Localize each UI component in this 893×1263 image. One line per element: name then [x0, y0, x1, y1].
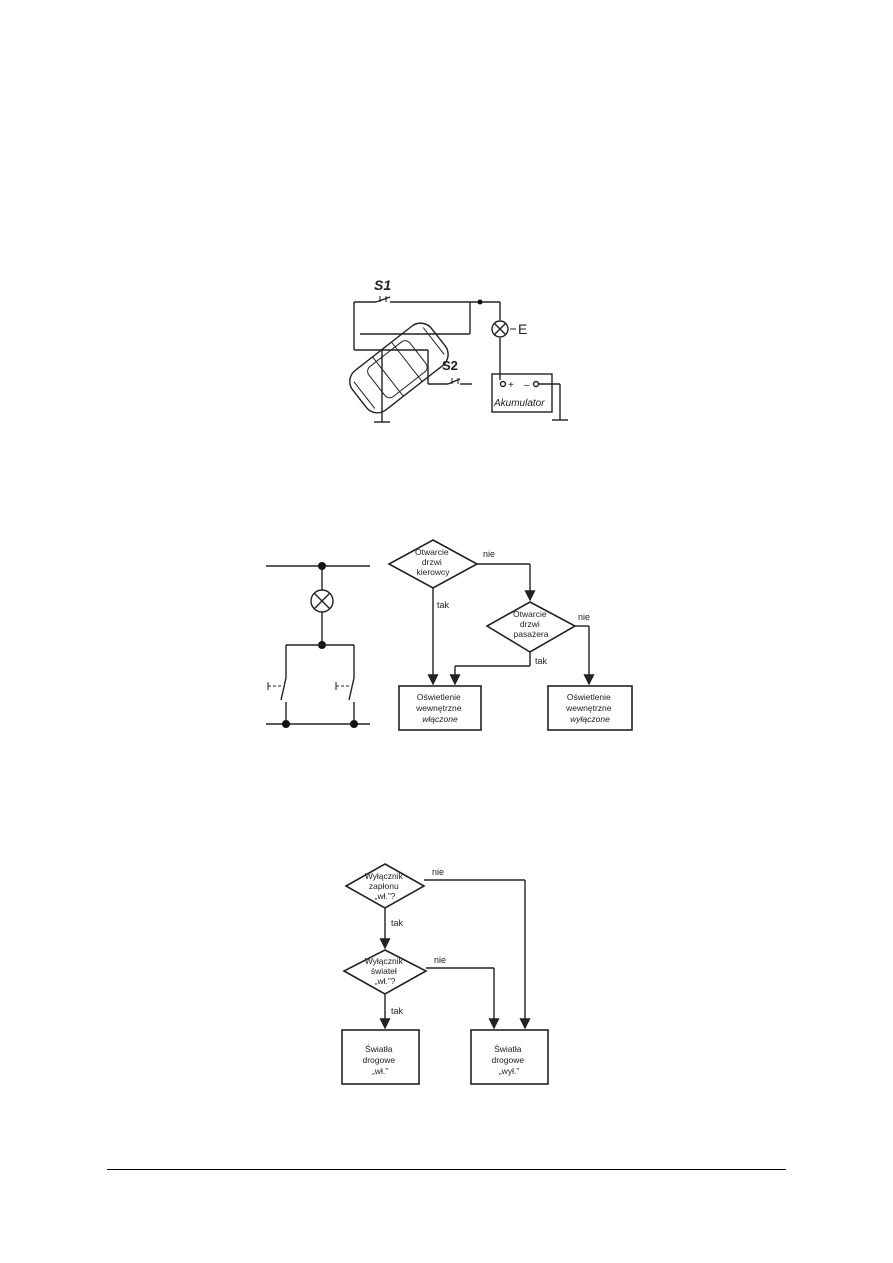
box-headlights-off-text: Światła drogowe „wył.” [492, 1043, 527, 1076]
footer-rule [107, 1169, 786, 1170]
lamp-e-symbol [491, 320, 509, 338]
figure-car-wiring: S1 E S2 + – Akumulato [349, 277, 568, 423]
battery-label: Akumulator [493, 398, 545, 409]
decision-light-switch-text: Wyłącznik świateł „wł.”? [365, 956, 406, 986]
label-yes-1: tak [437, 600, 450, 610]
figure-parallel-schematic [266, 562, 370, 728]
box-headlights-on [341, 1029, 420, 1085]
door-switch-left [267, 677, 287, 701]
box-lighting-on [398, 685, 482, 731]
decision-ignition-text: Wyłącznik zapłonu „wł.”? [365, 871, 406, 901]
switch-s1-symbol [375, 296, 391, 303]
battery-minus: – [524, 380, 530, 391]
car-outline [349, 322, 449, 414]
label-yes-2: tak [535, 656, 548, 666]
label-yes-light-switch: tak [391, 1006, 404, 1016]
label-yes-ignition: tak [391, 918, 404, 928]
label-no-1: nie [483, 549, 495, 559]
label-no-light-switch: nie [434, 955, 446, 965]
door-switch-right [335, 677, 355, 701]
flowchart-doors: Otwarcie drzwi kierowcy nie Otwarcie drz… [387, 539, 633, 731]
box-lighting-off [547, 685, 633, 731]
lamp-e-label: E [518, 321, 527, 337]
switch-s1-label: S1 [374, 277, 391, 293]
battery-ground-symbol [539, 383, 568, 421]
flowchart-headlights: Wyłącznik zapłonu „wł.”? nie tak Wyłączn… [341, 863, 549, 1085]
label-no-ignition: nie [432, 867, 444, 877]
lamp-symbol [310, 589, 334, 613]
switch-s2-label: S2 [442, 358, 458, 373]
car-ground-symbol [374, 350, 390, 423]
top-wire [354, 299, 500, 305]
box-lighting-off-text: Oświetlenie wewnętrzne wyłączone [565, 692, 614, 724]
battery-box [491, 373, 553, 413]
box-headlights-on-text: Światła drogowe „wł.” [363, 1043, 398, 1076]
decision-driver-door-text: Otwarcie drzwi kierowcy [415, 547, 451, 577]
box-lighting-on-text: Oświetlenie wewnętrzne włączone [415, 692, 464, 724]
decision-passenger-door-text: Otwarcie drzwi pasażera [513, 609, 549, 639]
label-no-2: nie [578, 612, 590, 622]
switch-s2-symbol [447, 378, 461, 385]
battery-plus: + [508, 380, 514, 391]
box-headlights-off [470, 1029, 549, 1085]
